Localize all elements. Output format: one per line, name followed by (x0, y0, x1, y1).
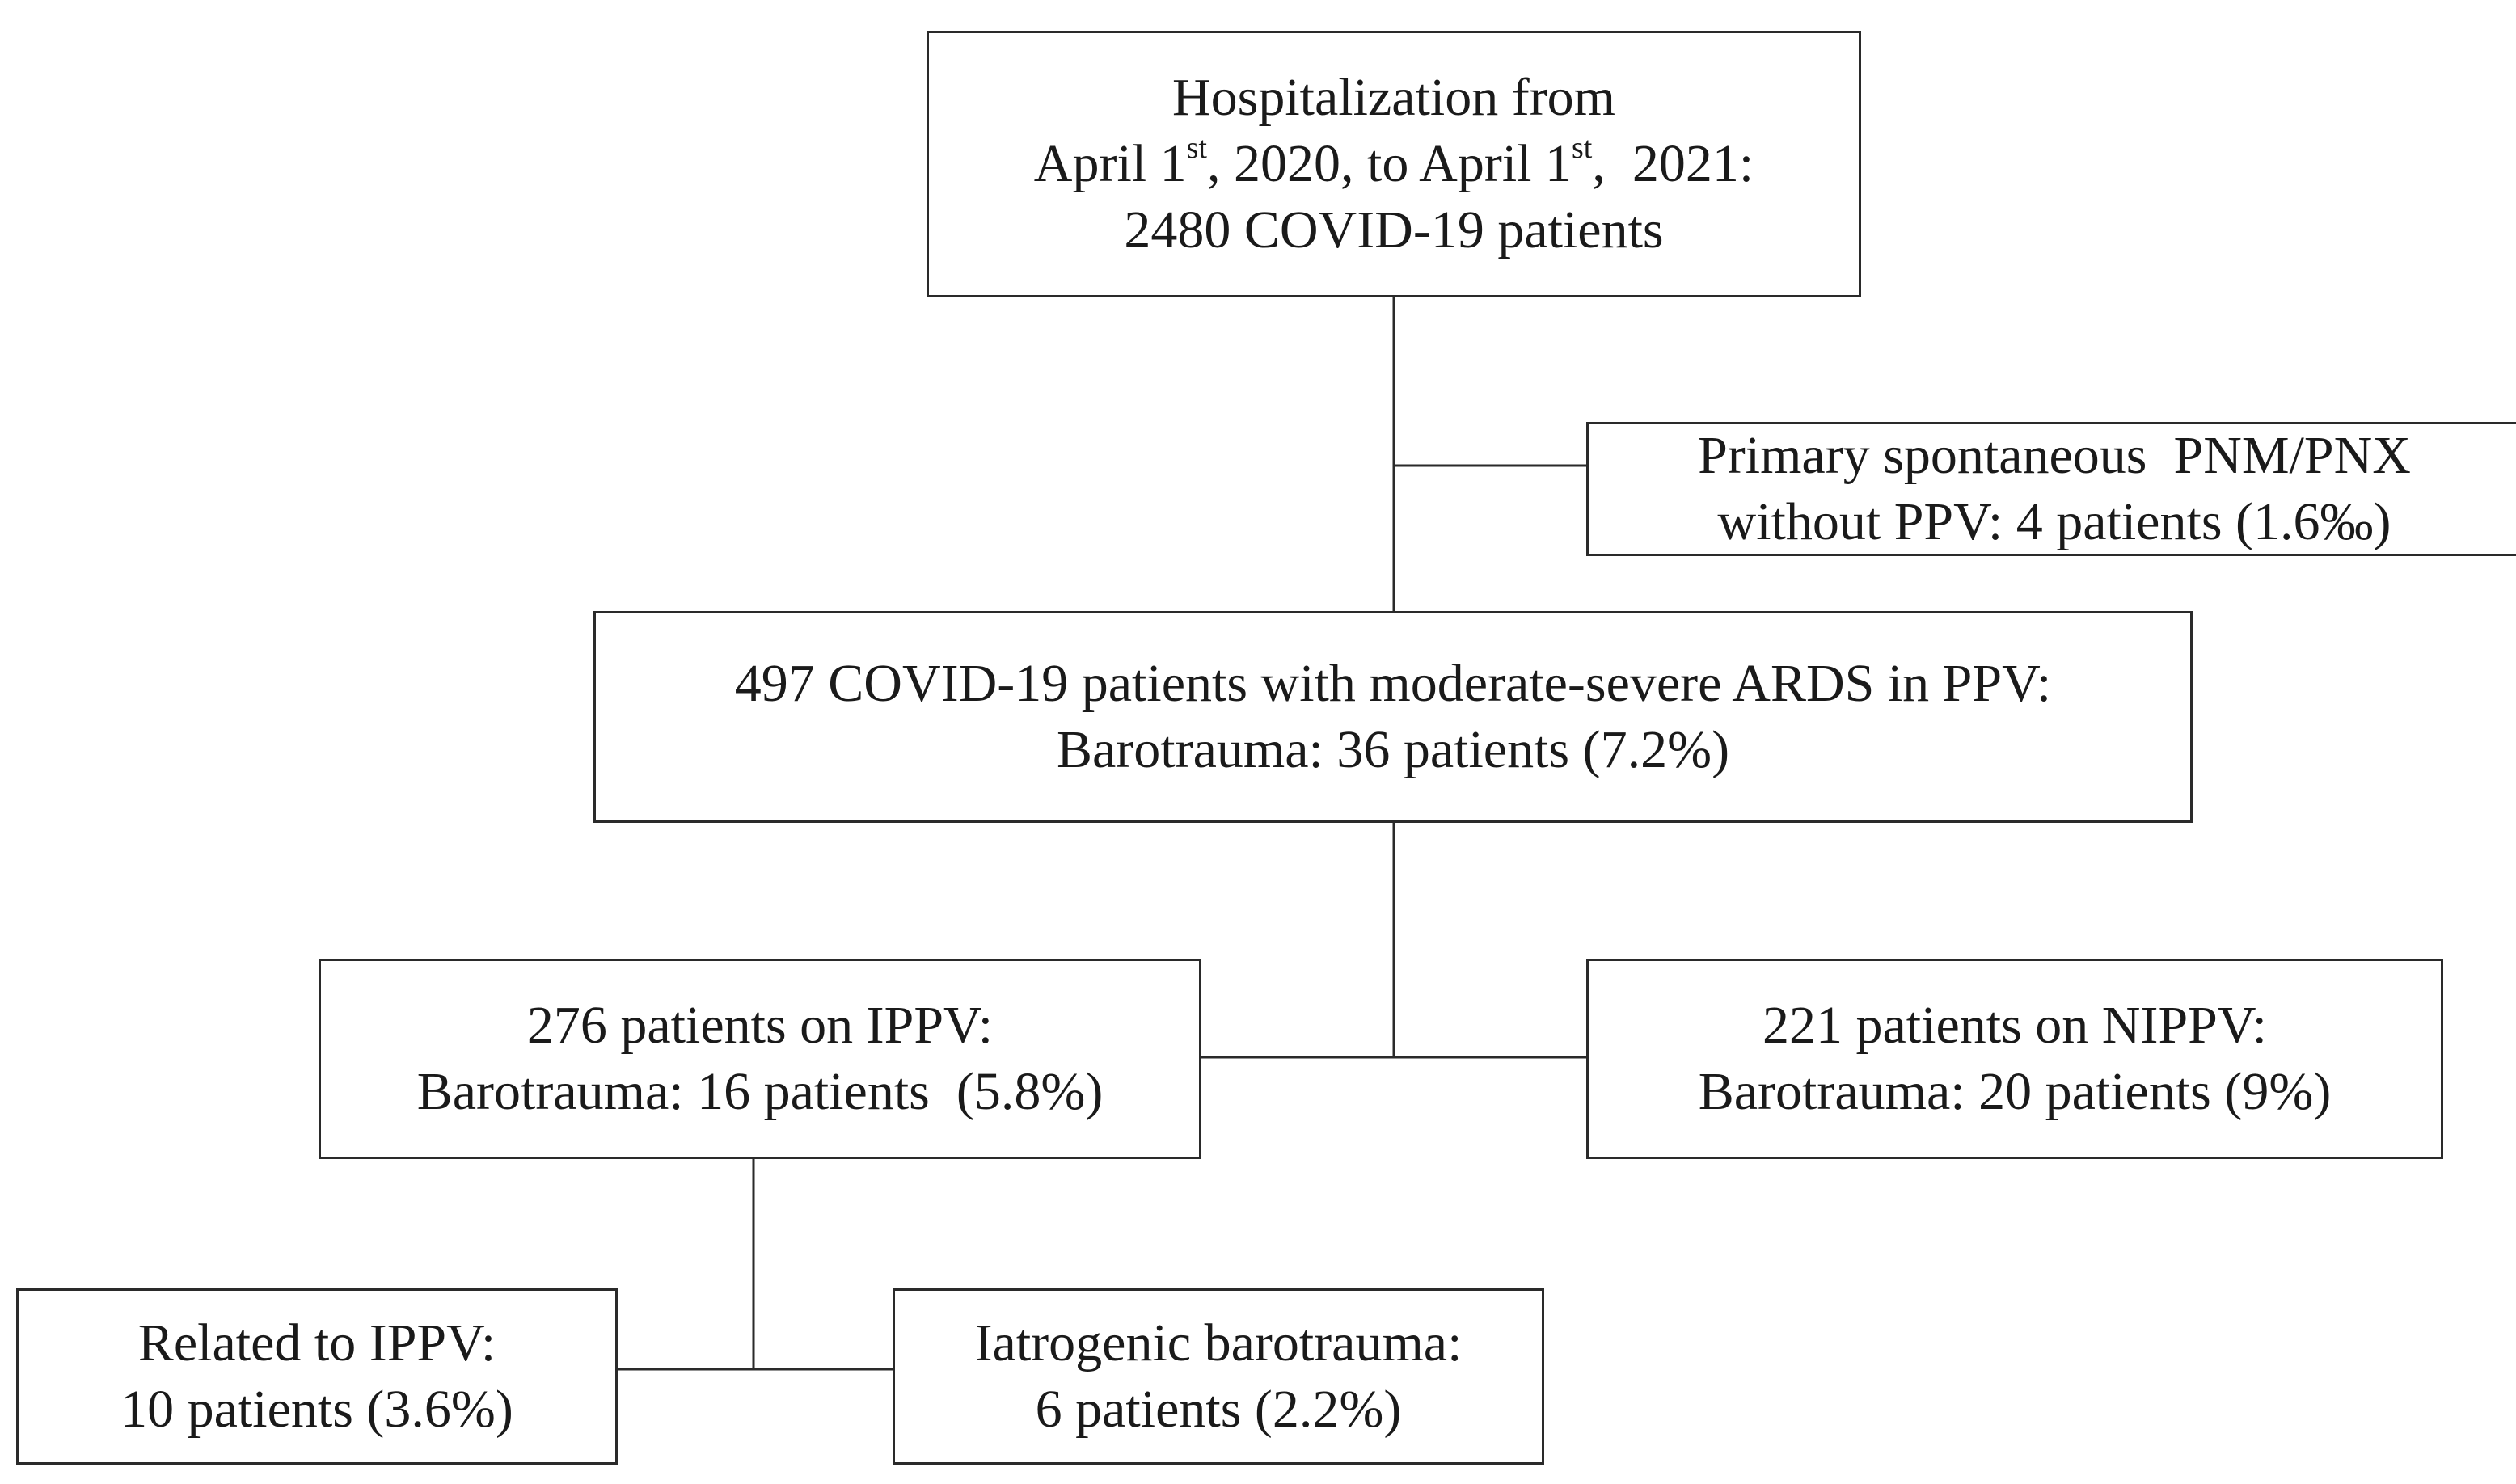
related-line-1: Related to IPPV: (137, 1313, 496, 1372)
nippv-line-2: Barotrauma: 20 patients (9%) (1698, 1062, 2332, 1121)
primary-line-2: without PPV: 4 patients (1.6‰) (1717, 492, 2391, 551)
iatrogenic-line-2: 6 patients (2.2%) (1035, 1380, 1402, 1439)
ards-line-2: Barotrauma: 36 patients (7.2%) (1056, 720, 1730, 779)
nippv-line-1: 221 patients on NIPPV: (1762, 996, 2267, 1055)
ards-box: 497 COVID-19 patients with moderate-seve… (593, 611, 2193, 823)
iatrogenic-line-1: Iatrogenic barotrauma: (974, 1313, 1463, 1372)
ippv-line-2: Barotrauma: 16 patients (5.8%) (416, 1062, 1104, 1121)
related-to-ippv-box: Related to IPPV: 10 patients (3.6%) (16, 1288, 618, 1465)
ordinal-suffix: st (1572, 131, 1593, 165)
hospitalization-line-3: 2480 COVID-19 patients (1124, 200, 1664, 259)
date-start-text: April 1 (1033, 134, 1187, 193)
primary-spontaneous-box: Primary spontaneous PNM/PNX without PPV:… (1586, 422, 2516, 556)
ippv-box: 276 patients on IPPV: Barotrauma: 16 pat… (319, 959, 1201, 1159)
hospitalization-line-1: Hospitalization from (1171, 68, 1616, 127)
date-end-text: , 2021: (1592, 134, 1754, 193)
related-line-2: 10 patients (3.6%) (120, 1380, 513, 1439)
ards-line-1: 497 COVID-19 patients with moderate-seve… (734, 654, 2052, 713)
hospitalization-box: Hospitalization from April 1st, 2020, to… (927, 31, 1861, 297)
primary-line-1: Primary spontaneous PNM/PNX (1698, 426, 2411, 485)
nippv-box: 221 patients on NIPPV: Barotrauma: 20 pa… (1586, 959, 2443, 1159)
iatrogenic-barotrauma-box: Iatrogenic barotrauma: 6 patients (2.2%) (893, 1288, 1544, 1465)
ordinal-suffix: st (1186, 131, 1207, 165)
hospitalization-line-2: April 1st, 2020, to April 1st, 2021: (1034, 131, 1754, 197)
date-mid-text: , 2020, to April 1 (1206, 134, 1572, 193)
ippv-line-1: 276 patients on IPPV: (526, 996, 994, 1055)
